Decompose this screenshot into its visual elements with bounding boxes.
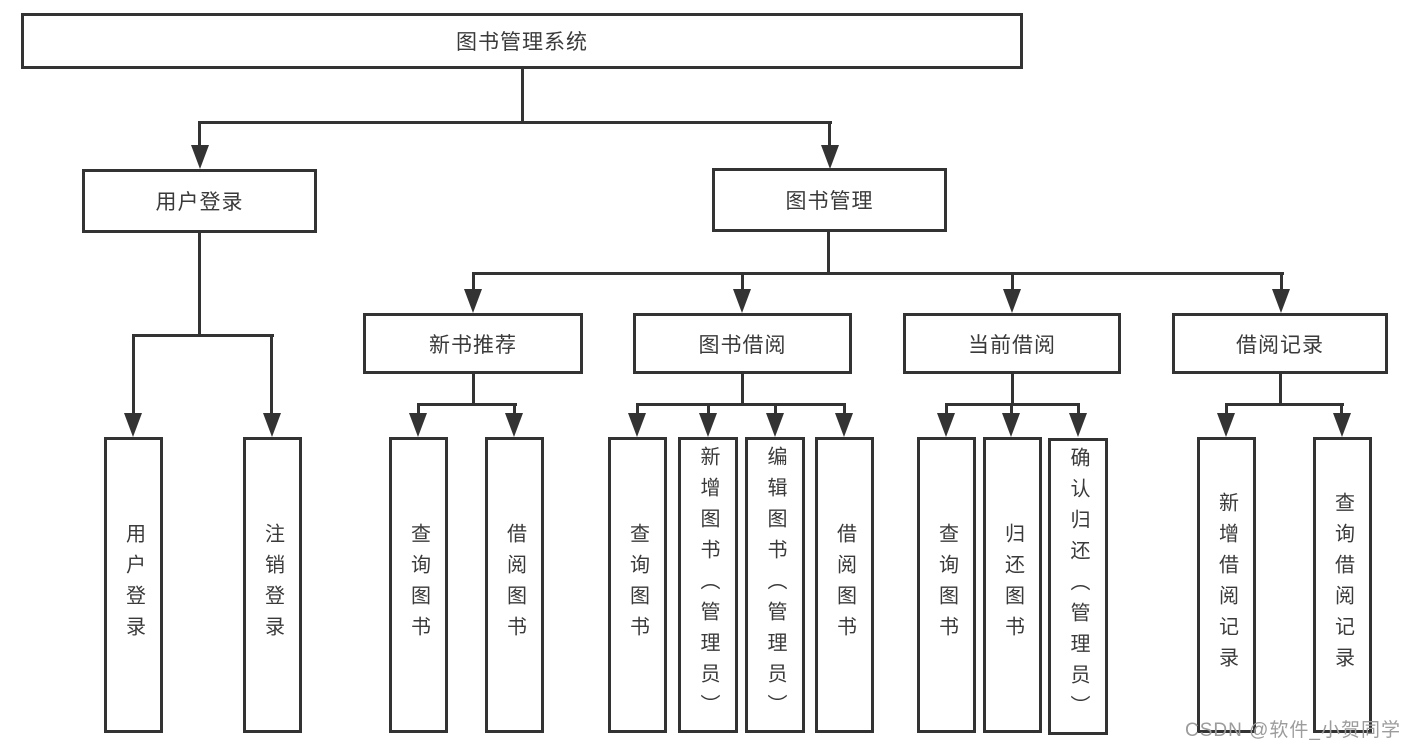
connector-newbook-distributor xyxy=(417,403,517,406)
connector-login-distributor xyxy=(132,334,274,337)
connector-borrow-distributor xyxy=(636,403,846,406)
connector-mgmt-stub xyxy=(827,232,830,275)
connector-borrow-leaf1 xyxy=(636,403,639,416)
leaf-logout: 注销登录 xyxy=(243,437,302,733)
node-book-management: 图书管理 xyxy=(712,168,947,232)
arrow-down-icon xyxy=(699,413,717,437)
arrow-down-icon xyxy=(628,413,646,437)
node-user-login-label: 用户登录 xyxy=(155,191,244,214)
watermark-text: CSDN @软件_小贺同学 xyxy=(1185,720,1401,741)
arrow-down-icon xyxy=(835,413,853,437)
leaf-borrow-query-book: 查询图书 xyxy=(608,437,667,733)
connector-mgmt-distributor xyxy=(472,272,1284,275)
connector-mgmt-to-records xyxy=(1280,272,1283,292)
node-user-login: 用户登录 xyxy=(82,169,317,233)
leaf-records-add-record: 新增借阅记录 xyxy=(1197,437,1256,733)
connector-borrow-leaf2 xyxy=(707,403,710,416)
connector-login-stub xyxy=(198,233,201,337)
leaf-borrow-add-book-admin-label: 新增图书（管理员） xyxy=(697,445,719,725)
connector-current-stub xyxy=(1011,374,1014,405)
connector-mgmt-to-borrow xyxy=(741,272,744,292)
leaf-current-confirm-return-admin: 确认归还（管理员） xyxy=(1048,438,1108,735)
arrow-down-icon xyxy=(124,413,142,437)
connector-records-distributor xyxy=(1225,403,1344,406)
arrow-down-icon xyxy=(191,145,209,169)
node-book-borrow-label: 图书借阅 xyxy=(698,333,787,357)
arrow-down-icon xyxy=(937,413,955,437)
leaf-records-add-record-label: 新增借阅记录 xyxy=(1215,492,1238,678)
leaf-current-confirm-return-admin-label: 确认归还（管理员） xyxy=(1067,447,1089,726)
connector-login-to-leaf2 xyxy=(270,334,273,416)
arrow-down-icon xyxy=(766,413,784,437)
leaf-current-query-book-label: 查询图书 xyxy=(935,523,958,647)
connector-records-stub xyxy=(1279,374,1282,405)
node-new-book-recommend: 新书推荐 xyxy=(363,313,583,374)
arrow-down-icon xyxy=(1002,413,1020,437)
arrow-down-icon xyxy=(505,413,523,437)
connector-newbook-stub xyxy=(472,374,475,405)
connector-newbook-leaf1 xyxy=(417,403,420,416)
leaf-borrow-borrow-book-label: 借阅图书 xyxy=(833,523,856,647)
connector-current-leaf1 xyxy=(945,403,948,416)
connector-borrow-leaf3 xyxy=(774,403,777,416)
leaf-borrow-query-book-label: 查询图书 xyxy=(626,523,649,647)
connector-current-leaf2 xyxy=(1010,403,1013,416)
node-new-book-recommend-label: 新书推荐 xyxy=(429,333,517,357)
leaf-records-query-record-label: 查询借阅记录 xyxy=(1331,492,1354,678)
leaf-user-login-label: 用户登录 xyxy=(122,523,145,647)
arrow-down-icon xyxy=(1069,413,1087,437)
connector-current-leaf3 xyxy=(1077,403,1080,416)
node-current-borrow-label: 当前借阅 xyxy=(968,333,1056,357)
arrow-down-icon xyxy=(1333,413,1351,437)
connector-borrow-stub xyxy=(741,374,744,405)
arrow-down-icon xyxy=(1272,289,1290,313)
leaf-records-query-record: 查询借阅记录 xyxy=(1313,437,1372,733)
leaf-borrow-edit-book-admin: 编辑图书（管理员） xyxy=(745,437,805,733)
leaf-borrow-borrow-book: 借阅图书 xyxy=(815,437,874,733)
leaf-newbook-borrow-book: 借阅图书 xyxy=(485,437,544,733)
node-root-system: 图书管理系统 xyxy=(21,13,1023,69)
leaf-newbook-query-book: 查询图书 xyxy=(389,437,448,733)
leaf-current-query-book: 查询图书 xyxy=(917,437,976,733)
node-root-system-label: 图书管理系统 xyxy=(456,31,588,54)
connector-root-to-login xyxy=(198,121,201,148)
arrow-down-icon xyxy=(1003,289,1021,313)
leaf-borrow-edit-book-admin-label: 编辑图书（管理员） xyxy=(764,445,786,725)
leaf-user-login: 用户登录 xyxy=(104,437,163,733)
arrow-down-icon xyxy=(409,413,427,437)
connector-records-leaf1 xyxy=(1225,403,1228,416)
connector-records-leaf2 xyxy=(1340,403,1343,416)
arrow-down-icon xyxy=(821,145,839,169)
node-borrow-records-label: 借阅记录 xyxy=(1236,333,1324,357)
arrow-down-icon xyxy=(263,413,281,437)
connector-mgmt-to-current xyxy=(1011,272,1014,292)
leaf-newbook-query-book-label: 查询图书 xyxy=(407,523,430,647)
arrow-down-icon xyxy=(733,289,751,313)
node-book-borrow: 图书借阅 xyxy=(633,313,852,374)
connector-borrow-leaf4 xyxy=(843,403,846,416)
connector-mgmt-to-newbook xyxy=(472,272,475,292)
node-book-management-label: 图书管理 xyxy=(785,190,874,213)
connector-root-stub xyxy=(521,69,524,123)
leaf-current-return-book-label: 归还图书 xyxy=(1001,523,1024,647)
leaf-borrow-add-book-admin: 新增图书（管理员） xyxy=(678,437,738,733)
connector-root-to-mgmt xyxy=(828,121,831,148)
leaf-current-return-book: 归还图书 xyxy=(983,437,1042,733)
connector-root-distributor xyxy=(198,121,832,124)
node-borrow-records: 借阅记录 xyxy=(1172,313,1388,374)
leaf-logout-label: 注销登录 xyxy=(261,523,284,647)
arrow-down-icon xyxy=(1217,413,1235,437)
connector-newbook-leaf2 xyxy=(513,403,516,416)
leaf-newbook-borrow-book-label: 借阅图书 xyxy=(503,523,526,647)
arrow-down-icon xyxy=(464,289,482,313)
node-current-borrow: 当前借阅 xyxy=(903,313,1121,374)
connector-login-to-leaf1 xyxy=(132,334,135,416)
